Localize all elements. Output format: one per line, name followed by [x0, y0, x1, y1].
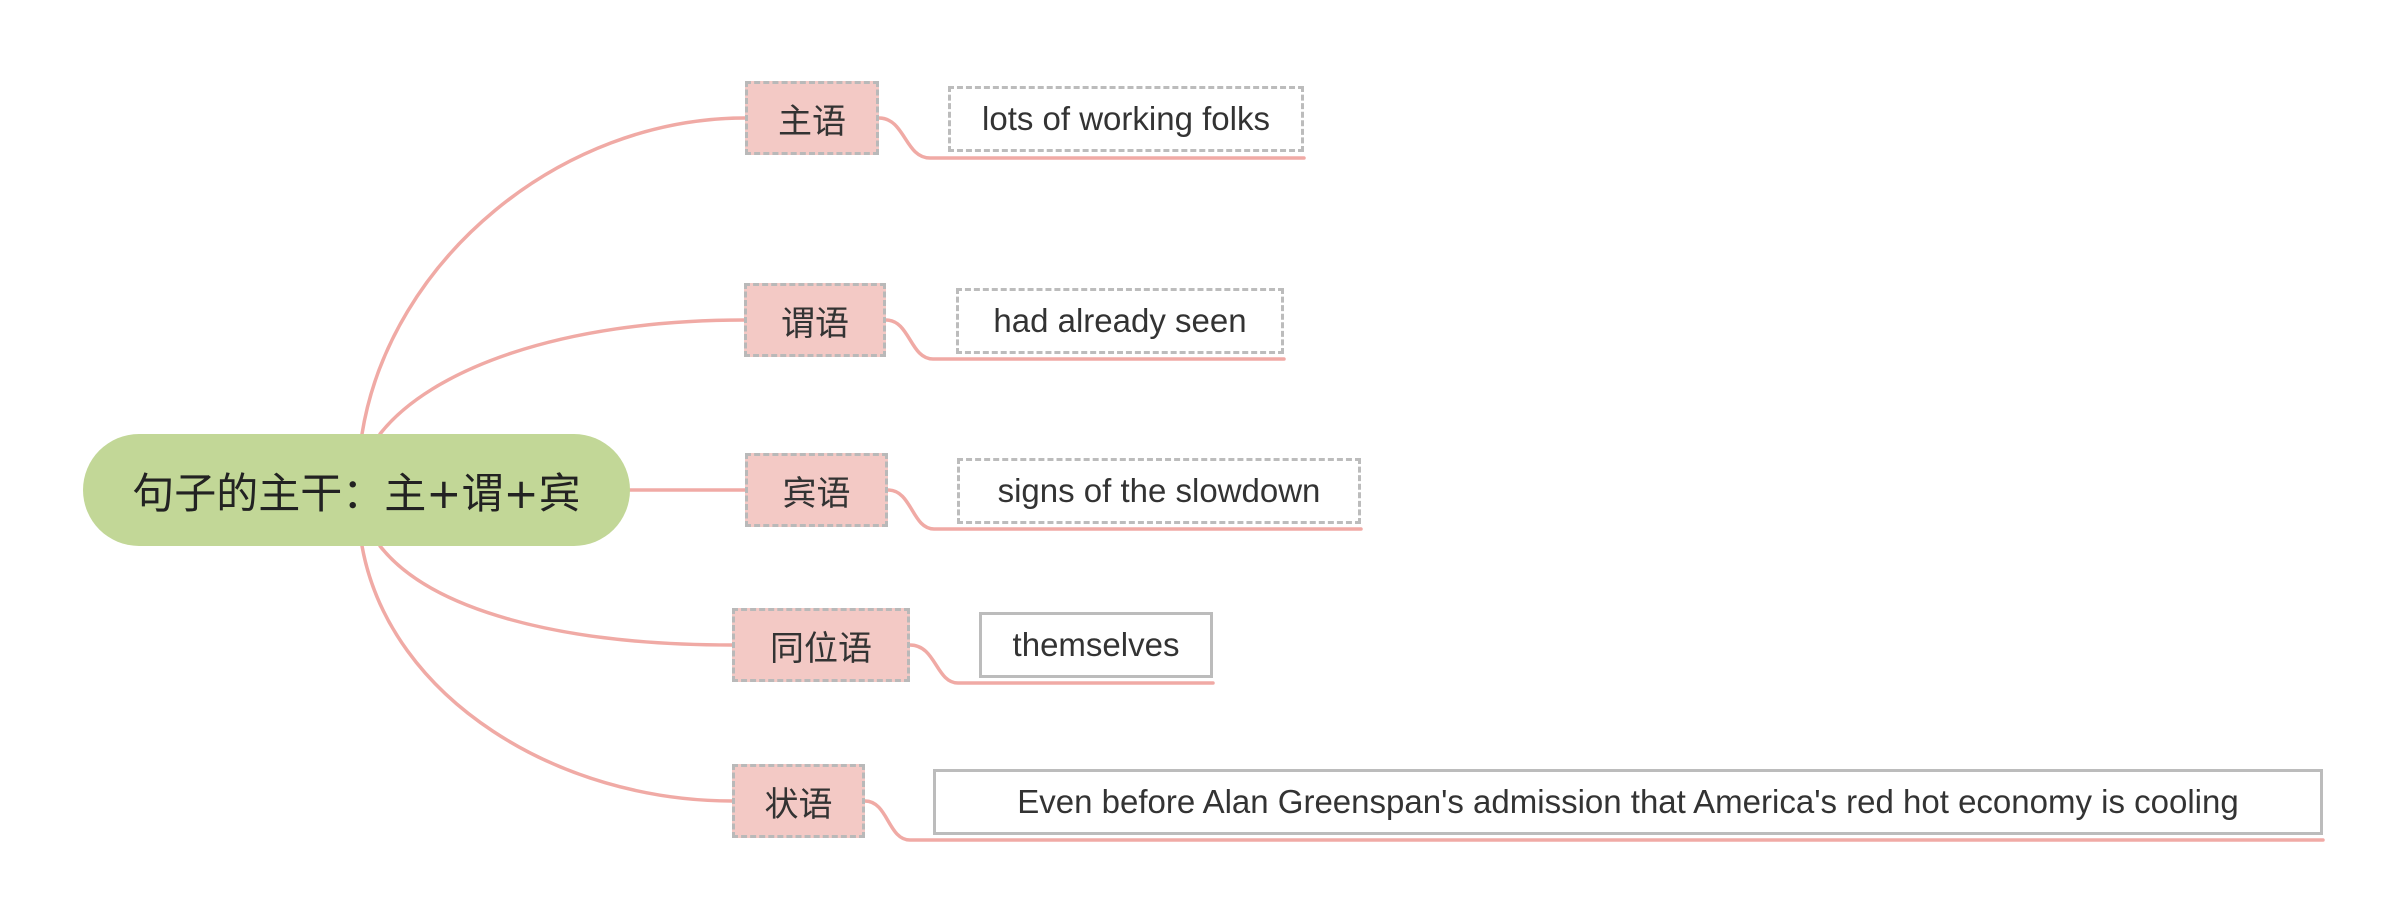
branch-node-label: 谓语 [781, 303, 849, 344]
leaf-node-appositive[interactable]: themselves [979, 612, 1213, 678]
connector-adverbial-leaf [863, 799, 2325, 842]
branch-node-label: 主语 [778, 101, 846, 142]
leaf-node-text: signs of the slowdown [997, 472, 1321, 509]
connector-root-appositive [378, 544, 734, 647]
connector-root-adverbial [360, 544, 734, 803]
leaf-node-text: had already seen [993, 302, 1247, 339]
connector-predicate-leaf [884, 318, 1286, 361]
leaf-node-text: Even before Alan Greenspan's admission t… [1017, 783, 2239, 820]
branch-node-object[interactable]: 宾语 [745, 453, 888, 527]
leaf-node-predicate[interactable]: had already seen [956, 288, 1284, 354]
connector-appositive-leaf [908, 643, 1215, 685]
branch-node-appositive[interactable]: 同位语 [732, 608, 910, 682]
leaf-node-text: lots of working folks [982, 100, 1270, 137]
branch-node-label: 宾语 [782, 473, 851, 514]
connector-root-predicate [378, 318, 746, 436]
connector-subject-leaf [877, 116, 1306, 160]
leaf-node-object[interactable]: signs of the slowdown [957, 458, 1361, 524]
leaf-node-adverbial[interactable]: Even before Alan Greenspan's admission t… [933, 769, 2323, 835]
branch-node-adverbial[interactable]: 状语 [732, 764, 865, 838]
leaf-node-text: themselves [1012, 626, 1180, 663]
branch-node-predicate[interactable]: 谓语 [744, 283, 886, 357]
branch-node-label: 同位语 [770, 628, 872, 669]
connector-root-subject [360, 116, 747, 436]
branch-node-label: 状语 [764, 784, 833, 825]
leaf-node-subject[interactable]: lots of working folks [948, 86, 1304, 152]
branch-node-subject[interactable]: 主语 [745, 81, 879, 155]
root-node[interactable]: 句子的主干：主+谓+宾 [83, 434, 630, 546]
root-node-label: 句子的主干：主+谓+宾 [132, 468, 581, 518]
connector-object-leaf [886, 488, 1363, 531]
